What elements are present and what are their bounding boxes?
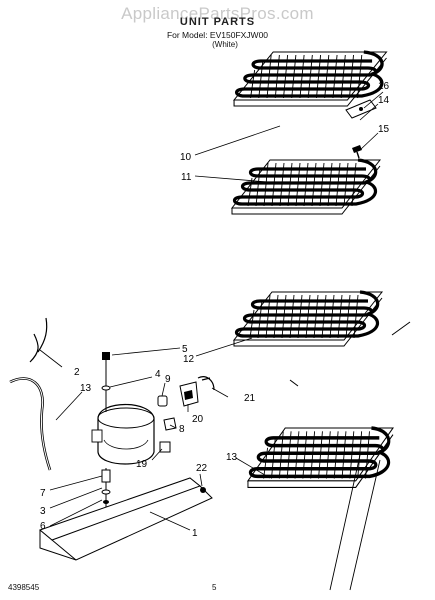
callout-8: 8 — [179, 424, 185, 435]
overload-part-9 — [157, 395, 168, 407]
evaporator-coil-third — [232, 290, 411, 387]
callout-12: 12 — [183, 354, 195, 365]
cover-part-8 — [163, 417, 177, 431]
evaporator-coil-top — [232, 50, 389, 108]
callout-17: 16 — [378, 81, 390, 92]
callout-3: 3 — [40, 506, 46, 517]
callout-5: 5 — [182, 344, 188, 355]
model-color: (White) — [212, 40, 238, 49]
callout-7: 7 — [40, 488, 46, 499]
callout-11: 11 — [181, 172, 192, 183]
callout-21: 21 — [244, 393, 256, 404]
screw-part-22 — [200, 487, 206, 493]
callout-10: 10 — [180, 152, 192, 163]
callout-2: 2 — [74, 367, 80, 378]
screw-part-15 — [352, 145, 362, 159]
page-number: 5 — [212, 583, 217, 592]
relay-part-20 — [179, 381, 199, 407]
model-number: For Model: EV150FXJW00 — [166, 30, 269, 40]
compressor-assembly — [91, 352, 155, 520]
base-plate-part-1 — [38, 477, 213, 561]
evaporator-coil-bottom — [246, 426, 395, 591]
drain-hose-part-16 — [9, 377, 52, 471]
clip-part-21 — [197, 376, 215, 391]
document-number: 4398545 — [8, 583, 40, 592]
evaporator-coil-second — [230, 158, 382, 216]
tubing-part-2 — [29, 317, 48, 363]
leader-lines — [39, 91, 384, 531]
callout-14: 14 — [378, 95, 390, 106]
callout-20: 20 — [192, 414, 204, 425]
callout-19: 19 — [136, 459, 148, 470]
callout-15: 15 — [378, 124, 390, 135]
page-title: UNIT PARTS — [179, 16, 256, 28]
callout-6: 6 — [40, 521, 46, 532]
callout-22: 22 — [196, 463, 208, 474]
callout-13: 13 — [226, 452, 238, 463]
watermark-text: AppliancePartsPros.com — [121, 4, 314, 23]
callout-4: 4 — [155, 369, 161, 380]
callout-1: 1 — [192, 528, 198, 539]
callout-16: 13 — [80, 383, 92, 394]
capacitor-part-19 — [159, 441, 171, 453]
callout-9: 9 — [165, 374, 171, 385]
